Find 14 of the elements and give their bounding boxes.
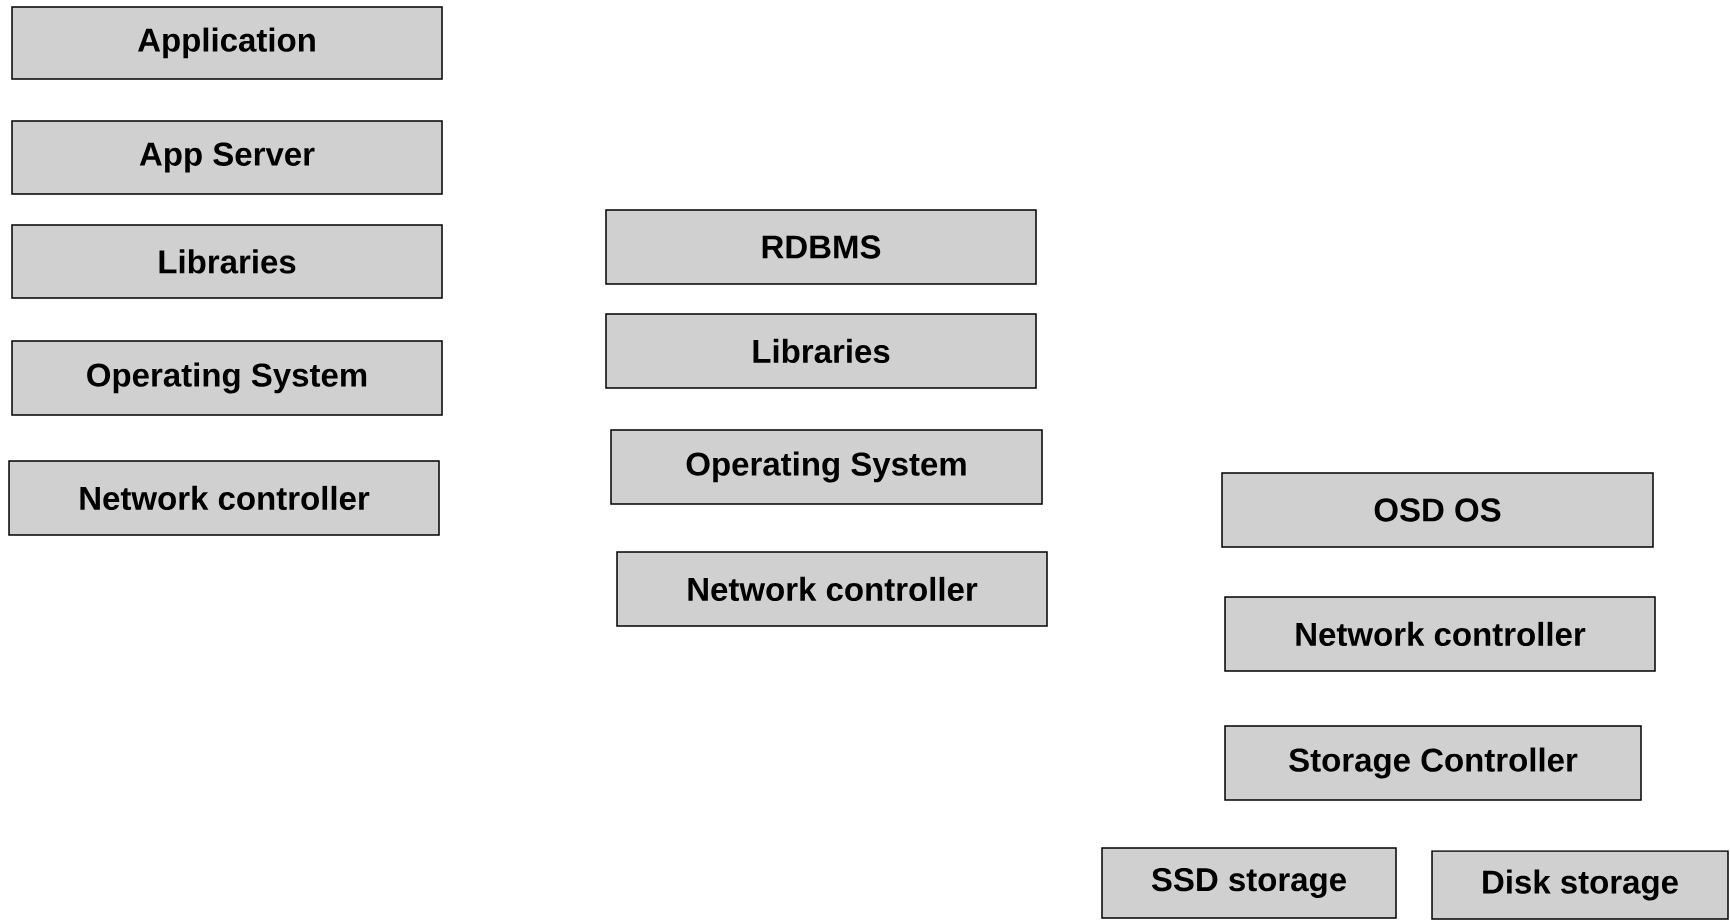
- layer-box: RDBMS: [605, 209, 1037, 285]
- layer-box: Libraries: [605, 313, 1037, 389]
- layer-box: Network controller: [616, 551, 1048, 627]
- layer-box: Libraries: [11, 224, 443, 299]
- layer-box: App Server: [11, 120, 443, 195]
- layer-box: Application: [11, 6, 443, 80]
- layer-box: OSD OS: [1221, 472, 1654, 548]
- layer-box: Operating System: [610, 429, 1043, 505]
- layer-box: SSD storage: [1101, 847, 1397, 919]
- layer-box: Storage Controller: [1224, 725, 1642, 801]
- layer-box: Network controller: [8, 460, 440, 536]
- layer-box: Disk storage: [1431, 850, 1729, 920]
- layer-box: Network controller: [1224, 596, 1656, 672]
- layer-box: Operating System: [11, 340, 443, 416]
